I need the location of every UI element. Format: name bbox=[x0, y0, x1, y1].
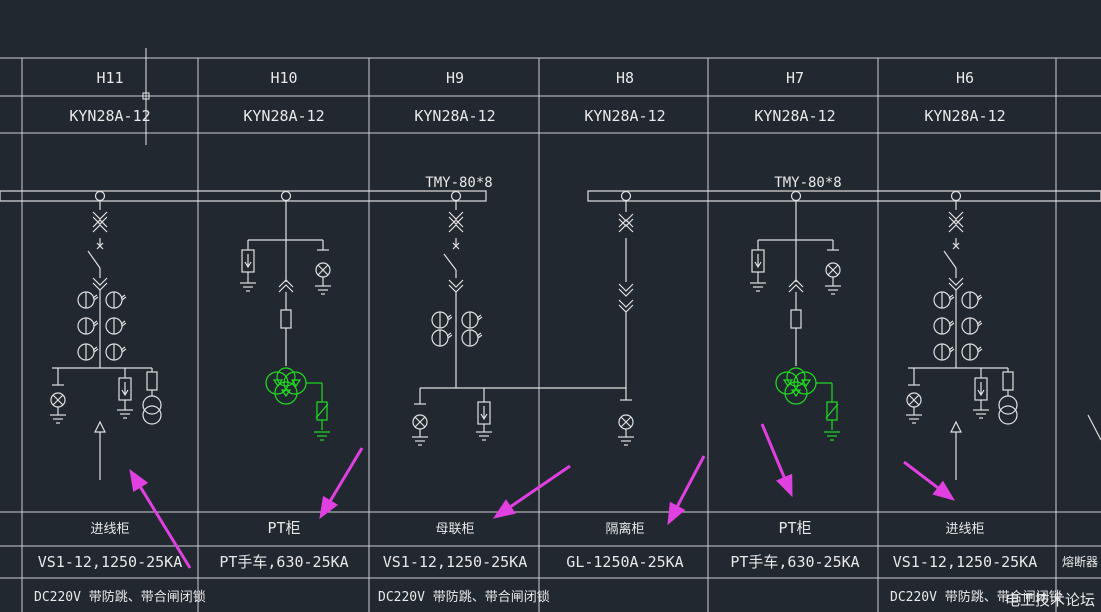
panel-id-h11: H11 bbox=[96, 69, 123, 87]
panel-model-h11: KYN28A-12 bbox=[69, 107, 150, 125]
table-grid bbox=[0, 57, 1101, 612]
panel-breaker-h10: PT手车,630-25KA bbox=[219, 553, 348, 571]
arrow-to-incomer-h11 bbox=[129, 468, 192, 569]
panel-breaker-h6: VS1-12,1250-25KA bbox=[893, 553, 1038, 571]
arrow-to-pt-h10 bbox=[319, 447, 364, 520]
cad-cursor-icon[interactable] bbox=[142, 48, 150, 145]
arrow-to-coupler-h9 bbox=[492, 464, 571, 519]
panel-type-h10: PT柜 bbox=[267, 519, 300, 537]
panel-type-h6: 进线柜 bbox=[945, 522, 984, 537]
panel-type-h11: 进线柜 bbox=[90, 522, 129, 537]
busbar-left bbox=[0, 190, 487, 202]
panel-type-h9: 母联柜 bbox=[435, 522, 474, 537]
panel-model-h6: KYN28A-12 bbox=[924, 107, 1005, 125]
panel-type-h8: 隔离柜 bbox=[605, 521, 644, 537]
pt-circuit-h7 bbox=[750, 190, 841, 441]
panel-id-h7: H7 bbox=[786, 69, 804, 87]
isolation-circuit-h8 bbox=[618, 190, 634, 446]
panel-note-h11: DC220V 带防跳、带合闸闭锁 bbox=[34, 589, 206, 605]
annotation-arrows bbox=[129, 423, 956, 569]
panel-id-h6: H6 bbox=[956, 69, 974, 87]
panel-breaker-h11: VS1-12,1250-25KA bbox=[38, 553, 183, 571]
bus-coupler-circuit-h9 bbox=[412, 190, 626, 446]
arrow-to-incomer-h6 bbox=[903, 460, 956, 501]
busbar-label-right: TMY-80*8 bbox=[774, 175, 841, 191]
panel-type-h7: PT柜 bbox=[778, 519, 811, 537]
panel-breaker-h9: VS1-12,1250-25KA bbox=[383, 553, 528, 571]
pt-circuit-h10-pt-transformer bbox=[265, 367, 330, 441]
panel-note-h6: DC220V 带防跳、带合闸闭锁 bbox=[890, 589, 1062, 605]
panel-note-h9: DC220V 带防跳、带合闸闭锁 bbox=[378, 589, 550, 605]
panel-id-h9: H9 bbox=[446, 69, 464, 87]
busbar-label-left: TMY-80*8 bbox=[425, 175, 492, 191]
panel-model-h9: KYN28A-12 bbox=[414, 107, 495, 125]
busbar-right bbox=[587, 190, 1101, 202]
busbars bbox=[0, 190, 1101, 202]
panel-model-h8: KYN28A-12 bbox=[584, 107, 665, 125]
panel-id-h8: H8 bbox=[616, 69, 634, 87]
incomer-circuit-h6 bbox=[906, 190, 1018, 480]
panel-breaker-h7: PT手车,630-25KA bbox=[730, 553, 859, 571]
panel-model-h10: KYN28A-12 bbox=[243, 107, 324, 125]
incomer-circuit-h11 bbox=[50, 190, 162, 480]
arrow-to-pt-h7 bbox=[760, 423, 793, 498]
pt-circuit-h10 bbox=[240, 190, 331, 441]
arrow-to-isolation-h8 bbox=[667, 455, 706, 526]
panel-model-h7: KYN28A-12 bbox=[754, 107, 835, 125]
panel-type-partial: 熔断器 bbox=[1062, 554, 1098, 569]
panel-id-h10: H10 bbox=[270, 69, 297, 87]
panel-breaker-h8: GL-1250A-25KA bbox=[566, 553, 683, 571]
forum-watermark: 电工技术论坛 bbox=[1004, 591, 1095, 609]
pt-circuit-h7-pt-transformer bbox=[775, 367, 840, 441]
